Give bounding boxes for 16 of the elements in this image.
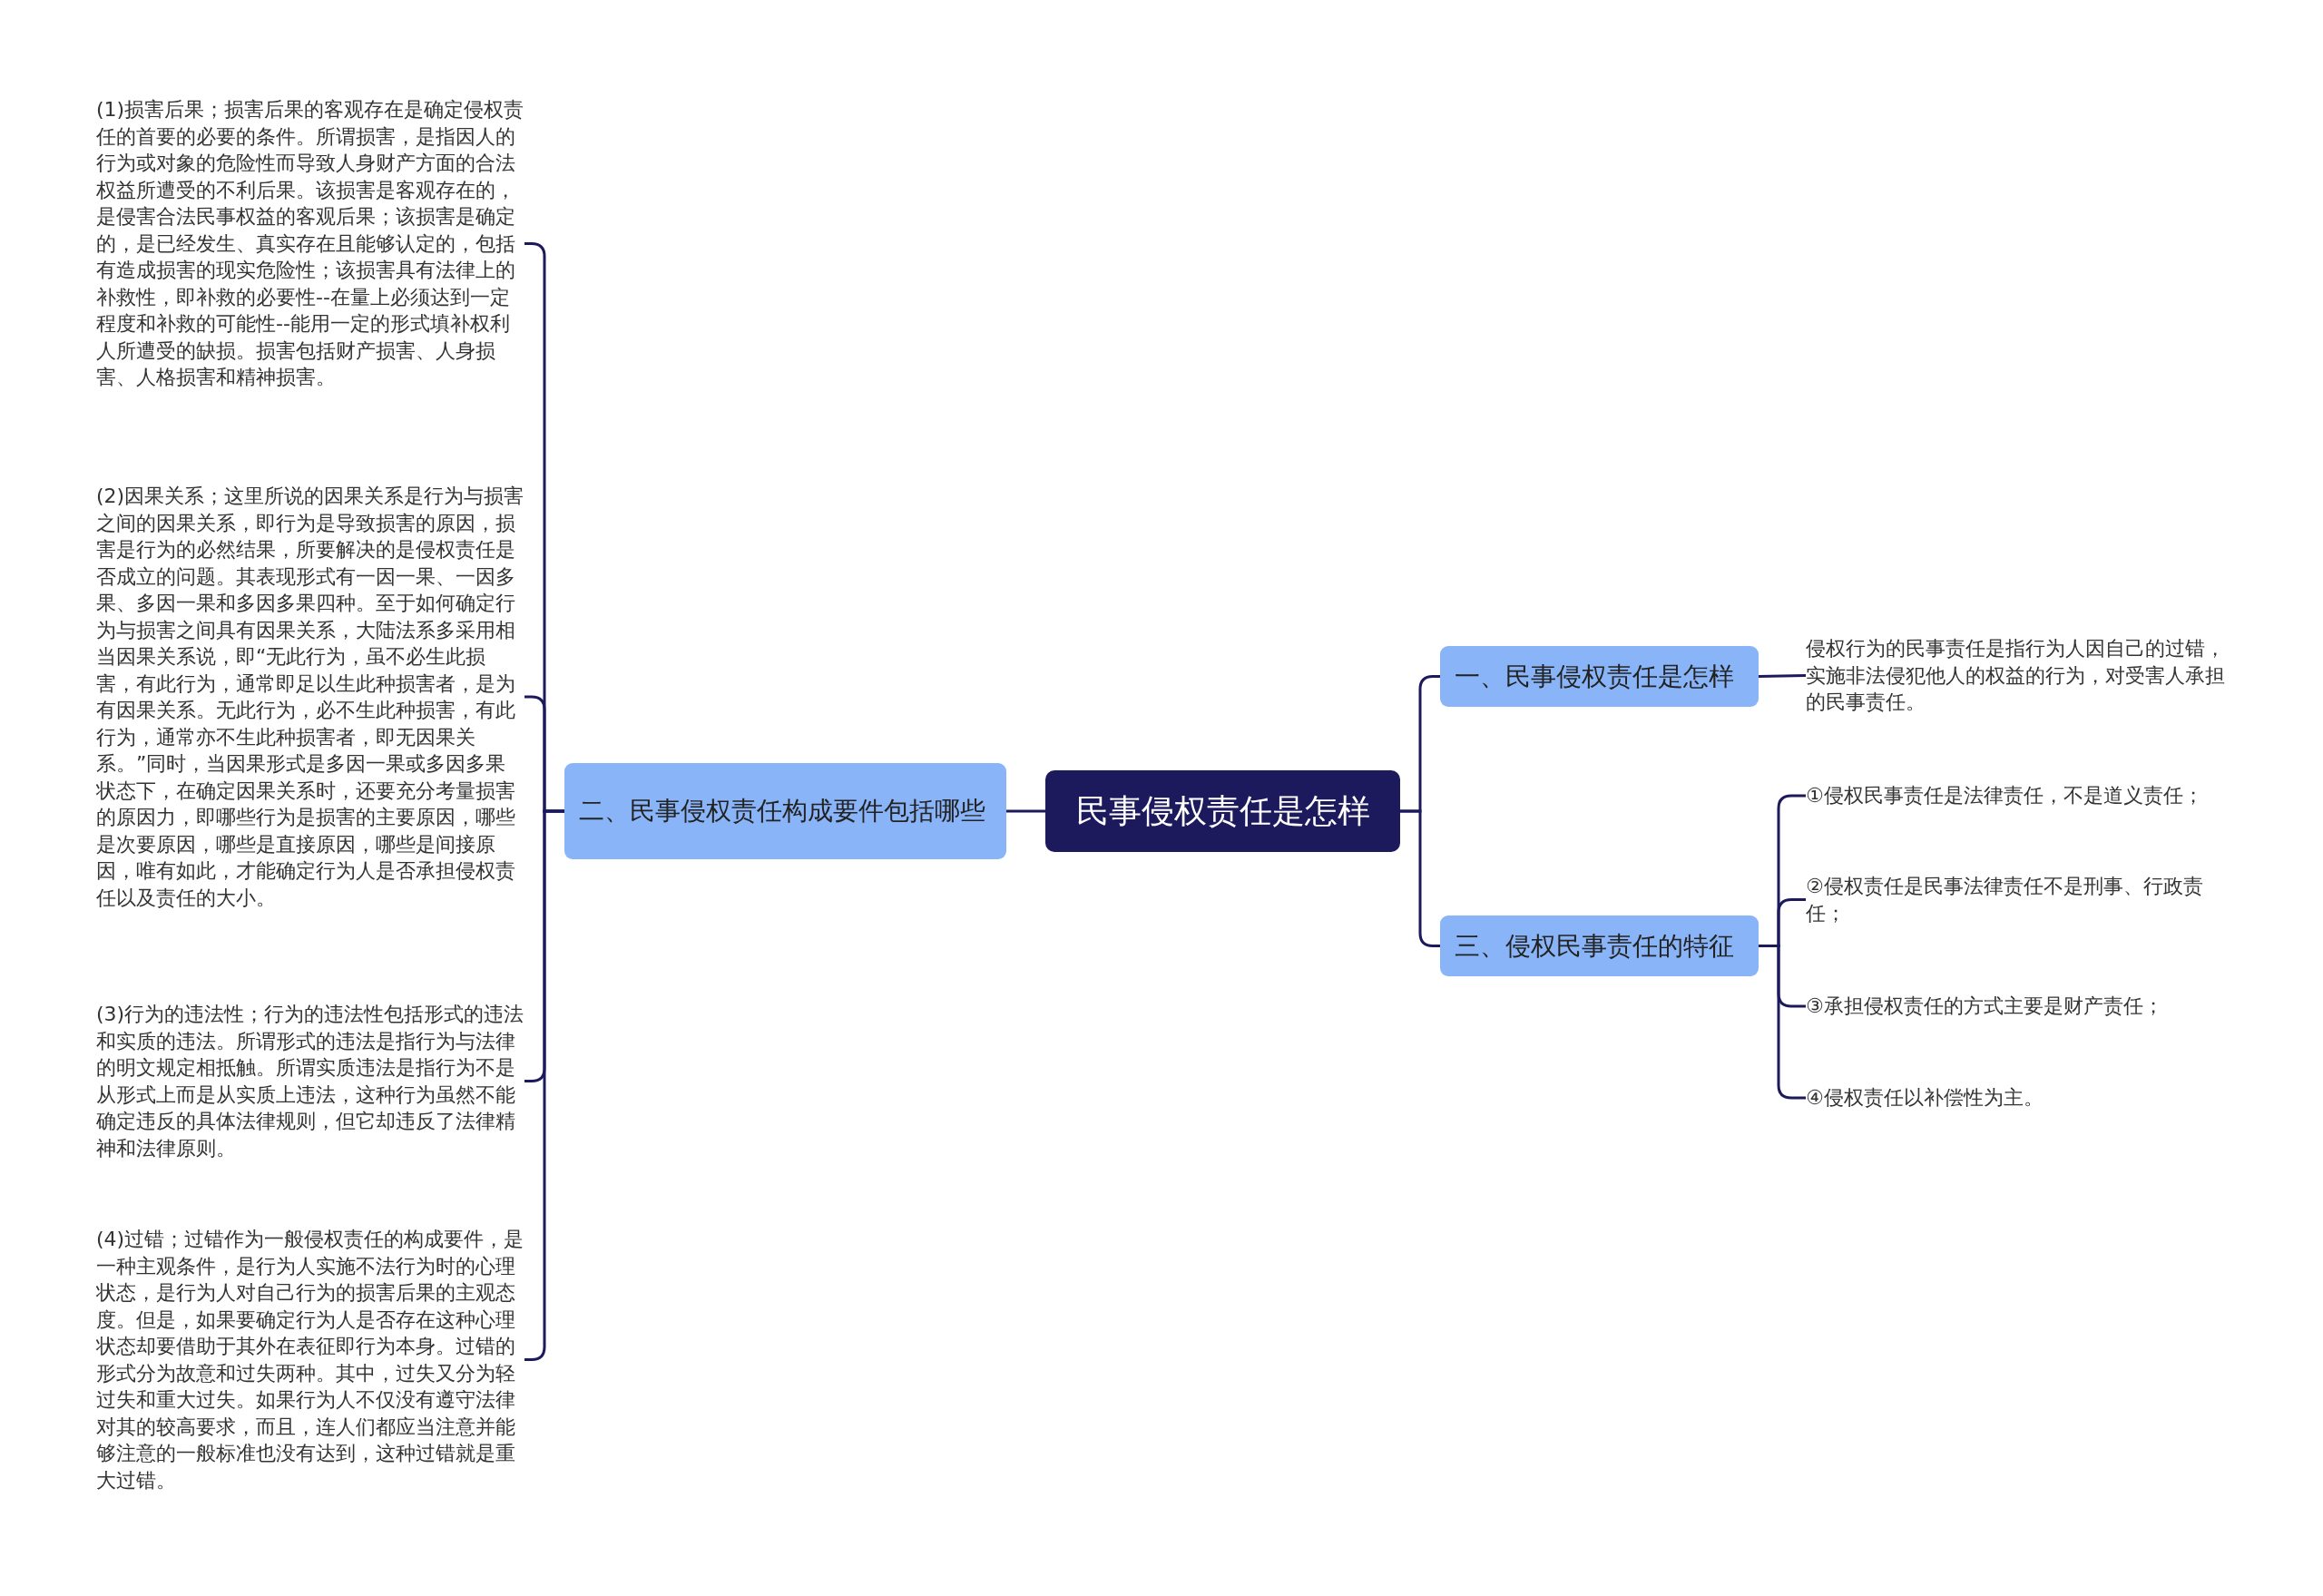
topic-text: ③承担侵权责任的方式主要是财产责任； <box>1806 993 2232 1020</box>
topic-text: ①侵权民事责任是法律责任，不是道义责任； <box>1806 782 2232 809</box>
topic-box: 二、民事侵权责任构成要件包括哪些 <box>564 763 1006 859</box>
connector <box>1758 674 1807 678</box>
central-topic: 民事侵权责任是怎样 <box>1045 770 1400 852</box>
connector <box>1006 809 1045 813</box>
topic-text: (3)行为的违法性；行为的违法性包括形式的违法和实质的违法。所谓形式的违法是指行为与法律的明文规定相抵触。所谓实质违法是指行为不是从形式上而是从实质上违法，这种行为虽然不能确定违反的具体法律规则，但它却违反了法律精神和法律原则。 <box>96 1001 524 1161</box>
topic-text: ②侵权责任是民事法律责任不是刑事、行政责任； <box>1806 873 2232 926</box>
topic-text: (1)损害后果；损害后果的客观存在是确定侵权责任的首要的必要的条件。所谓损害，是指因人的行为或对象的危险性而导致人身财产方面的合法权益所遭受的不利后果。该损害是客观存在的，是侵害合法民事权益的客观后果；该损害是确定的，是已经发生、真实存在且能够认定的，包括有造成损害的现实危险性；该损害具有法律上的补救性，即补救的必要性--在量上必须达到一定程度和补救的可能性--能用一定的形式填补权利人所遭受的缺损。损害包括财产损害、人身损害、人格损害和精神损害。 <box>96 96 524 391</box>
connector <box>1400 809 1440 947</box>
topic-box: 三、侵权民事责任的特征 <box>1440 915 1759 976</box>
topic-text: 侵权行为的民事责任是指行为人因自己的过错，实施非法侵犯他人的权益的行为，对受害人承担的民事责任。 <box>1806 635 2232 716</box>
topic-text: ④侵权责任以补偿性为主。 <box>1806 1084 2232 1111</box>
topic-text: (4)过错；过错作为一般侵权责任的构成要件，是一种主观条件，是行为人实施不法行为时的心理状态，是行为人对自己行为的损害后果的主观态度。但是，如果要确定行为人是否存在这种心理状态却要借助于其外在表征即行为本身。过错的形式分为故意和过失两种。其中，过失又分为轻过失和重大过失。如果行为人不仅没有遵守法律对其的较高要求，而且，连人们都应当注意并能够注意的一般标准也没有达到，这种过错就是重大过错。 <box>96 1226 524 1493</box>
topic-text: (2)因果关系；这里所说的因果关系是行为与损害之间的因果关系，即行为是导致损害的原因，损害是行为的必然结果，所要解决的是侵权责任是否成立的问题。其表现形式有一因一果、一因多果、多因一果和多因多果四种。至于如何确定行为与损害之间具有因果关系，大陆法系多采用相当因果关系说，即“无此行为，虽不必生此损害，有此行为，通常即足以生此种损害者，是为有因果关系。无此行为，必不生此种损害，有此行为，通常亦不生此种损害者，即无因果关系。”同时，当因果形式是多因一果或多因多果状态下，在确定因果关系时，还要充分考量损害的原因力，即哪些行为是损害的主要原因，哪些是次要原因，哪些是直接原因，哪些是间接原因，唯有如此，才能确定行为人是否承担侵权责任以及责任的大小。 <box>96 483 524 911</box>
topic-box: 一、民事侵权责任是怎样 <box>1440 646 1759 707</box>
